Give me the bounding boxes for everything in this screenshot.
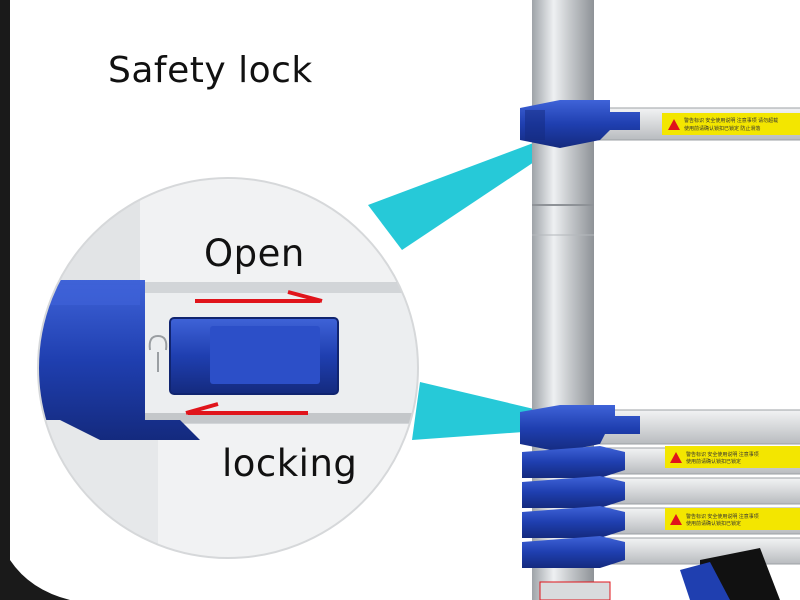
svg-text:警告标识 安全使用说明 注意事项 请勿超载: 警告标识 安全使用说明 注意事项 请勿超载 — [684, 117, 778, 124]
page-title: Safety lock — [108, 50, 313, 91]
upper-lock-block — [520, 100, 640, 148]
open-direction-label: Open — [204, 232, 305, 275]
svg-text:使用前请确认锁扣已锁定: 使用前请确认锁扣已锁定 — [686, 458, 741, 465]
lower-rung-stack: 警告标识 安全使用说明 注意事项 使用前请确认锁扣已锁定 警告标识 安全使用说明… — [539, 409, 800, 600]
lower-lock-blocks — [520, 405, 730, 600]
magnified-lock-detail — [37, 177, 419, 559]
locking-direction-label: locking — [222, 442, 358, 485]
svg-text:使用前请确认锁扣已锁定 防止滑落: 使用前请确认锁扣已锁定 防止滑落 — [684, 125, 760, 132]
svg-text:警告标识 安全使用说明 注意事项: 警告标识 安全使用说明 注意事项 — [686, 513, 759, 520]
left-dark-edge — [0, 0, 70, 600]
svg-text:警告标识 安全使用说明 注意事项: 警告标识 安全使用说明 注意事项 — [686, 451, 759, 458]
svg-text:使用前请确认锁扣已锁定: 使用前请确认锁扣已锁定 — [686, 520, 741, 527]
